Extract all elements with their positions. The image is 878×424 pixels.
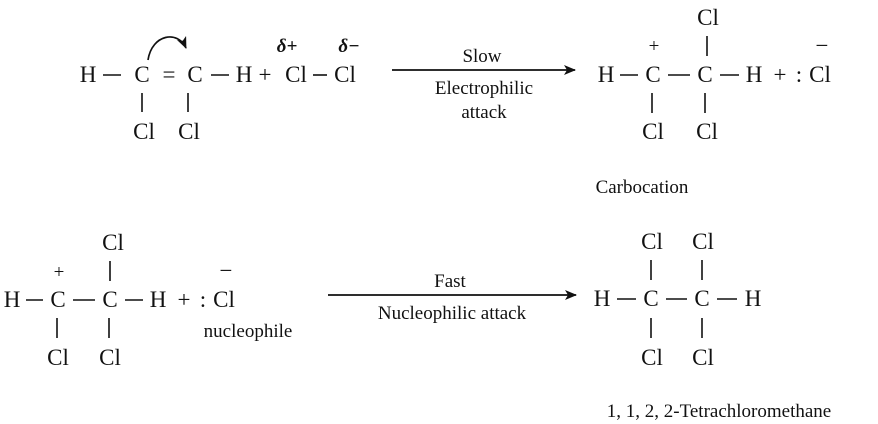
atom-cl: Cl [334, 62, 356, 87]
plus-sign: + [178, 287, 191, 312]
partial-positive-charge: δ+ [277, 36, 298, 57]
atom-cl: Cl [642, 119, 664, 144]
arrow-label-below: Nucleophilic attack [378, 303, 527, 324]
atom-c: C [187, 62, 202, 87]
atom-cl: Cl [99, 345, 121, 370]
lone-pair: : [200, 287, 206, 312]
reaction-2: + Cl H C C H Cl Cl + : Cl − nucleophile … [4, 229, 832, 422]
reaction-arrow-1: Slow Electrophilic attack [392, 46, 576, 123]
atom-c: C [694, 286, 709, 311]
atom-cl: Cl [692, 229, 714, 254]
atom-cl: Cl [697, 5, 719, 30]
caption-carbocation: Carbocation [596, 177, 689, 198]
reactant-dichloroethene: H C = C H Cl Cl [80, 35, 253, 144]
atom-c: C [643, 286, 658, 311]
caption-product-name: 1, 1, 2, 2-Tetrachloromethane [607, 401, 831, 422]
atom-cl: Cl [641, 345, 663, 370]
atom-cl: Cl [696, 119, 718, 144]
atom-c: C [697, 62, 712, 87]
nucleophile-label: nucleophile [204, 321, 293, 342]
arrow-label-below: Electrophilic [435, 78, 533, 99]
atom-h: H [746, 62, 763, 87]
reaction-1: H C = C H Cl Cl + δ+ δ− Cl Cl Slow [80, 5, 831, 198]
atom-h: H [594, 286, 611, 311]
arrow-label-above: Fast [434, 271, 466, 292]
atom-h: H [236, 62, 253, 87]
atom-h: H [598, 62, 615, 87]
atom-cl: Cl [133, 119, 155, 144]
arrow-label-above: Slow [462, 46, 501, 67]
atom-c: C [50, 287, 65, 312]
reactant-carbocation: + Cl H C C H Cl Cl + : Cl − nucleophile [4, 230, 293, 370]
atom-cl: Cl [47, 345, 69, 370]
plus-sign: + [774, 62, 787, 87]
atom-cl: Cl [692, 345, 714, 370]
atom-cl: Cl [178, 119, 200, 144]
product-tetrachloroethane: Cl Cl H C C H Cl Cl [594, 229, 762, 370]
double-bond: = [163, 62, 176, 87]
product-carbocation: + Cl H C C H Cl Cl + : Cl − [598, 5, 831, 144]
atom-h: H [80, 62, 97, 87]
atom-c: C [102, 287, 117, 312]
positive-charge: + [54, 262, 65, 283]
atom-cl: Cl [102, 230, 124, 255]
electron-push-arrow [147, 35, 187, 61]
reactant-chlorine: δ+ δ− Cl Cl [277, 36, 360, 87]
negative-charge: − [816, 33, 829, 58]
lone-pair: : [796, 62, 802, 87]
atom-cl: Cl [641, 229, 663, 254]
atom-cl: Cl [213, 287, 235, 312]
atom-h: H [745, 286, 762, 311]
positive-charge: + [649, 36, 660, 57]
reaction-arrow-2: Fast Nucleophilic attack [328, 271, 577, 324]
arrow-label-below: attack [461, 102, 507, 123]
atom-cl: Cl [809, 62, 831, 87]
atom-h: H [4, 287, 21, 312]
atom-cl: Cl [285, 62, 307, 87]
atom-c: C [645, 62, 660, 87]
atom-c: C [134, 62, 149, 87]
negative-charge: − [220, 258, 233, 283]
partial-negative-charge: δ− [338, 36, 359, 57]
plus-sign: + [259, 62, 272, 87]
atom-h: H [150, 287, 167, 312]
